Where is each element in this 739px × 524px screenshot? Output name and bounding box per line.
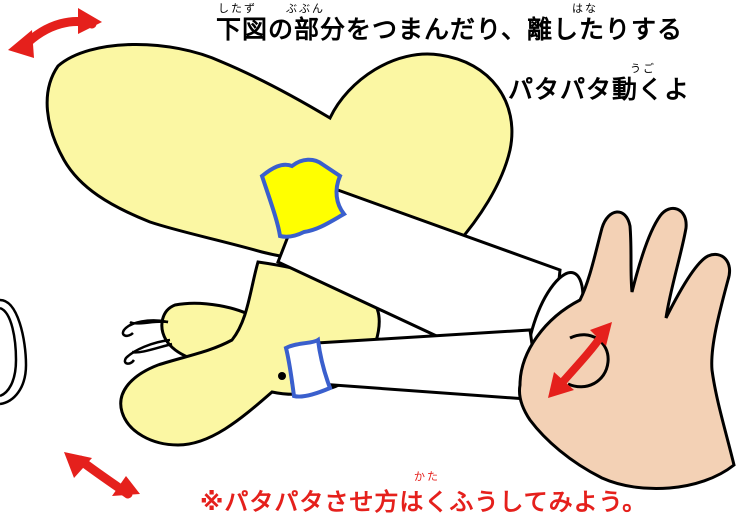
- curved-double-arrow-icon-top-left: [8, 8, 102, 58]
- upper-wing: [45, 43, 514, 264]
- curved-double-arrow-icon-bottom-left: [64, 452, 140, 499]
- pinching-hand: [518, 206, 736, 491]
- lower-tape: [283, 336, 333, 399]
- furigana-ugo: うご: [630, 62, 656, 75]
- antennae: [121, 319, 173, 365]
- instruction-line-2: パタパタ動くよ: [508, 75, 691, 104]
- upper-tape: [259, 157, 348, 239]
- furigana-hana: はな: [572, 2, 598, 15]
- instruction-line-1: 下図の部分をつまんだり、離したりする: [216, 15, 684, 44]
- curved-double-arrow-icon-hand: [548, 322, 612, 398]
- furigana-shitazu: したず: [218, 2, 257, 15]
- partial-figure-left-edge: [0, 298, 28, 406]
- furigana-bubun: ぶぶん: [286, 2, 325, 15]
- instruction-note: ※パタパタさせ方はくふうしてみよう。: [200, 488, 648, 516]
- furigana-kata: かた: [414, 470, 440, 483]
